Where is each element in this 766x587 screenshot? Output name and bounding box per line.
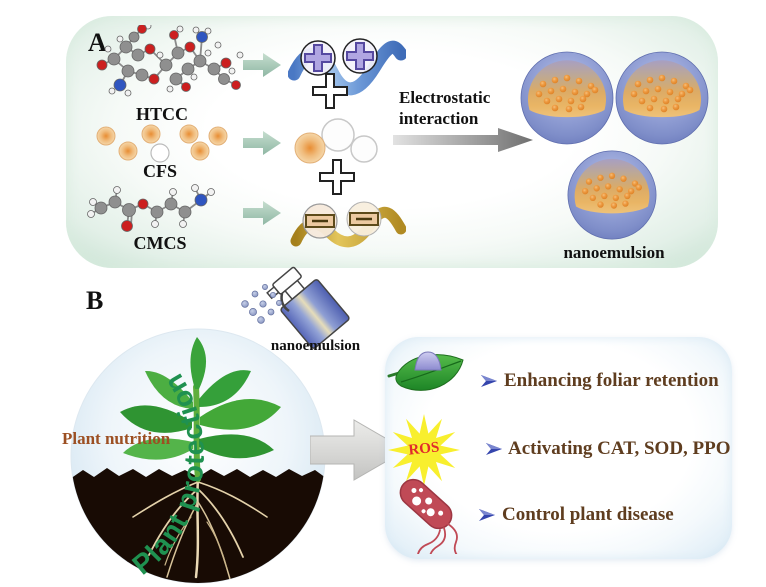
plant-nutrition-label: Plant nutrition — [62, 429, 171, 448]
electrostatic-line2: interaction — [399, 109, 479, 129]
green-arrow-icon — [243, 131, 281, 155]
cmcs-label: CMCS — [133, 233, 187, 253]
nanoemulsion-label-b: nanoemulsion — [270, 338, 361, 354]
nanoemulsion-sphere-icon — [567, 150, 657, 240]
big-arrow-icon — [310, 419, 408, 481]
plus-icon — [312, 73, 348, 109]
plant-circle — [70, 328, 326, 584]
gray-arrow-icon — [393, 128, 533, 152]
htcc-molecule-icon — [96, 25, 244, 97]
leaf-droplet-icon — [387, 351, 464, 391]
cfs-particles-icon — [96, 124, 228, 163]
arrow-bullet-icon — [479, 509, 495, 521]
bacterium-icon — [399, 478, 458, 554]
spray-bottle-icon — [241, 266, 350, 349]
benefit-label: Control plant disease — [502, 504, 674, 525]
cfs-label: CFS — [142, 161, 177, 181]
nanoemulsion-sphere-icon — [520, 51, 614, 145]
ros-burst-icon — [388, 414, 460, 486]
electrostatic-line1: Electrostatic — [399, 88, 491, 107]
electrostatic-interaction-label: Electrostatic interaction — [399, 87, 519, 130]
green-arrow-icon — [243, 53, 281, 77]
cmcs-molecule-icon — [87, 184, 215, 232]
nanoemulsion-label-a: nanoemulsion — [563, 243, 665, 262]
plus-icon — [319, 159, 355, 195]
nanoemulsion-sphere-icon — [615, 51, 709, 145]
panel-a-label: A — [88, 28, 107, 57]
emulsion-droplets-icon — [294, 118, 378, 164]
anionic-polymer-icon — [290, 201, 406, 248]
spray-droplets-icon — [241, 284, 282, 324]
panel-b-label: B — [86, 286, 104, 315]
cationic-polymer-icon — [288, 38, 406, 96]
benefit-label: Activating CAT, SOD, PPO — [508, 438, 731, 459]
svg-text:Plant protection: Plant protection — [126, 368, 210, 581]
htcc-label: HTCC — [135, 104, 188, 124]
plant-protection-arc-label: Plant protection — [126, 368, 210, 581]
benefit-label: Enhancing foliar retention — [504, 370, 719, 391]
green-arrow-icon — [243, 201, 281, 225]
arrow-bullet-icon — [486, 443, 502, 455]
arrow-bullet-icon — [481, 375, 497, 387]
